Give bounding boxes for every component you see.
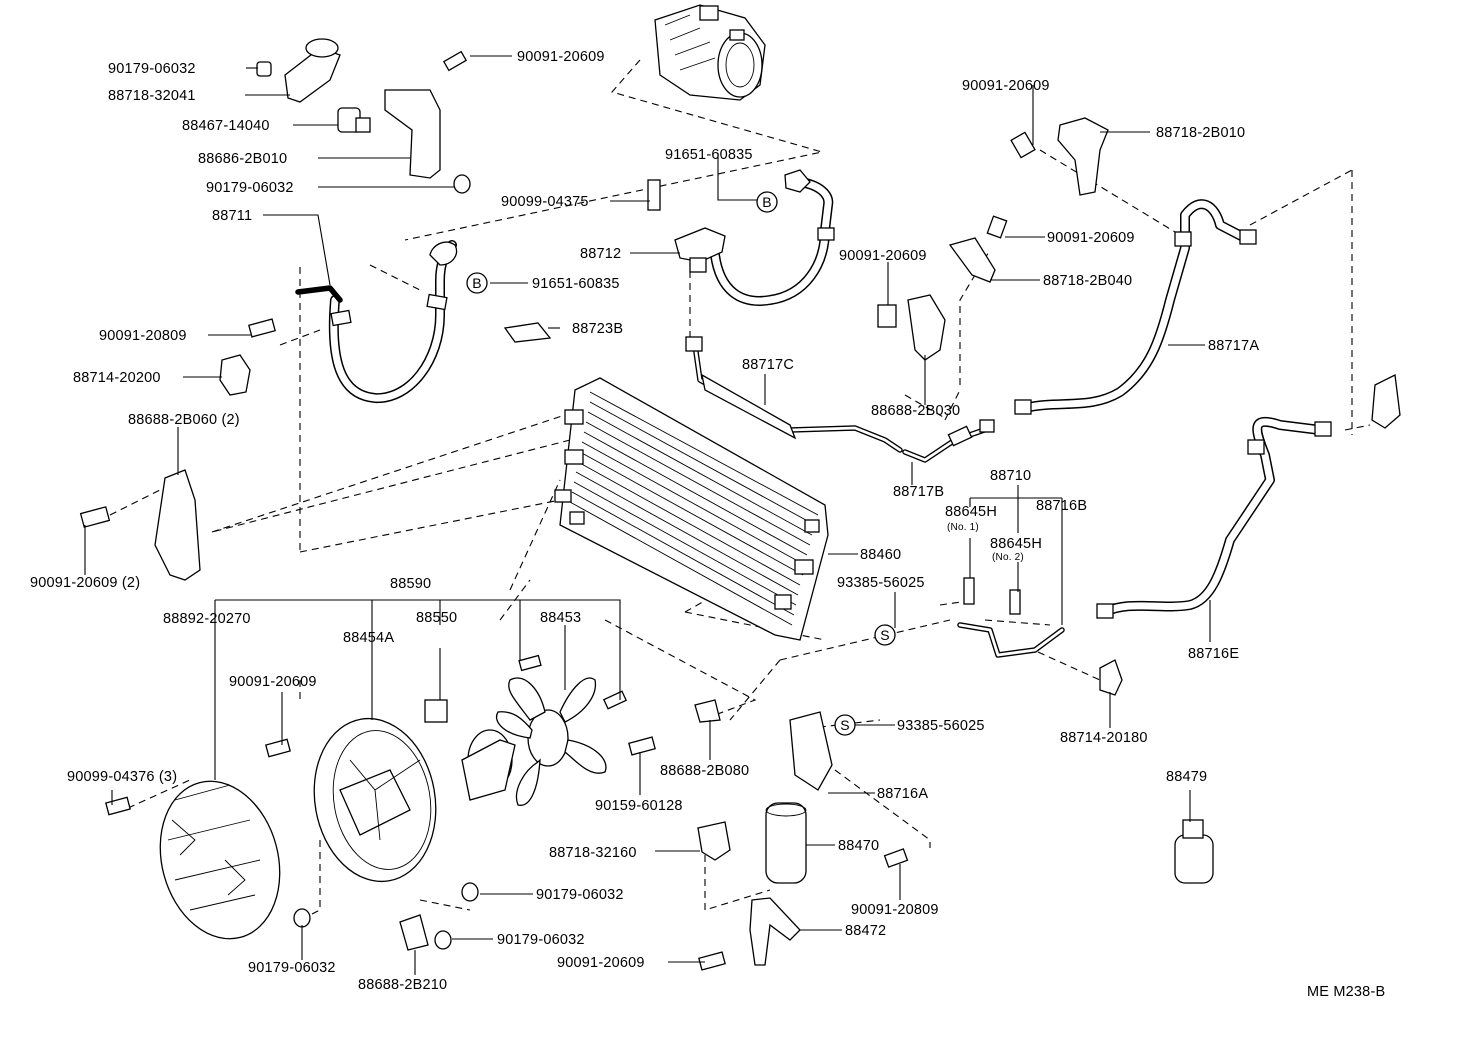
b-marker-lower-letter: B [472, 275, 482, 291]
part-label: 90091-20809 [851, 902, 939, 918]
s-marker-lower-letter: S [840, 717, 850, 733]
part-label: 88479 [1166, 769, 1207, 785]
leader-lines [84, 55, 1211, 975]
part-label: 90159-60128 [595, 798, 683, 814]
pipe-88717c [685, 336, 903, 453]
part-label: 88723B [572, 321, 623, 337]
part-label: 93385-56025 [837, 575, 925, 591]
part-label: 91651-60835 [665, 147, 753, 163]
part-label: 90091-20609 (2) [30, 575, 140, 591]
part-label: 88590 [390, 576, 431, 592]
s-marker-right-letter: S [880, 627, 890, 643]
b-marker-upper [756, 191, 778, 213]
part-label: 90091-20609 [1047, 230, 1135, 246]
s-marker-lower [834, 714, 856, 736]
part-label: 88710 [990, 468, 1031, 484]
part-label: 90179-06032 [248, 960, 336, 976]
part-label: 88645H [990, 536, 1042, 552]
diagram-code: ME M238-B [1307, 984, 1385, 1000]
reference-markers: B B S S [466, 191, 896, 736]
part-label: 90099-04375 [501, 194, 589, 210]
part-label: 88686-2B010 [198, 151, 287, 167]
hose-88716e [1096, 416, 1332, 619]
part-label: 88716B [1036, 498, 1087, 514]
part-label: 88717A [1208, 338, 1259, 354]
part-label: 88718-32041 [108, 88, 196, 104]
part-label-note: (No. 1) [947, 522, 979, 533]
pipe-88717b [902, 419, 995, 463]
part-label: 88714-20180 [1060, 730, 1148, 746]
part-labels: 90179-06032 88718-32041 88467-14040 8868… [30, 49, 1259, 993]
part-label: 93385-56025 [897, 718, 985, 734]
condenser [554, 377, 829, 641]
part-label: 88717B [893, 484, 944, 500]
part-label: 88718-2B010 [1156, 125, 1245, 141]
part-label: 88470 [838, 838, 879, 854]
part-label: 88892-20270 [163, 611, 251, 627]
part-label: 90179-06032 [497, 932, 585, 948]
part-label: 90091-20609 [229, 674, 317, 690]
part-label: 88714-20200 [73, 370, 161, 386]
part-label: 88688-2B060 (2) [128, 412, 240, 428]
part-label: 88688-2B210 [358, 977, 447, 993]
part-label: 90091-20809 [99, 328, 187, 344]
discharge-hose [674, 169, 835, 306]
part-label: 88718-32160 [549, 845, 637, 861]
part-label: 88454A [343, 630, 394, 646]
part-label: 90099-04376 (3) [67, 769, 177, 785]
fan-assembly [105, 654, 628, 951]
s-marker-right [874, 624, 896, 646]
part-label: 88460 [860, 547, 901, 563]
part-label: 88716A [877, 786, 928, 802]
part-label: 88645H [945, 504, 997, 520]
part-label: 88688-2B030 [871, 403, 960, 419]
suction-hose [295, 240, 458, 404]
b-marker-lower [466, 272, 488, 294]
part-label: 88717C [742, 357, 794, 373]
part-label: 90091-20609 [517, 49, 605, 65]
part-label: 90179-06032 [108, 61, 196, 77]
compressor [654, 4, 766, 101]
part-label: 90091-20609 [962, 78, 1050, 94]
part-label: 88711 [212, 208, 252, 224]
part-label-note: (No. 2) [992, 552, 1024, 563]
hose-88717a [1014, 199, 1257, 415]
part-label: 90091-20609 [839, 248, 927, 264]
part-label: 88688-2B080 [660, 763, 749, 779]
part-label: 90179-06032 [206, 180, 294, 196]
part-label: 90179-06032 [536, 887, 624, 903]
part-label: 88718-2B040 [1043, 273, 1132, 289]
part-label: 90091-20609 [557, 955, 645, 971]
part-label: 88550 [416, 610, 457, 626]
part-label: 88453 [540, 610, 581, 626]
part-label: 88716E [1188, 646, 1239, 662]
part-label: 88712 [580, 246, 621, 262]
part-label: 88467-14040 [182, 118, 270, 134]
b-marker-upper-letter: B [762, 194, 772, 210]
part-label: 88472 [845, 923, 886, 939]
part-label: 91651-60835 [532, 276, 620, 292]
small-parts [79, 38, 1401, 971]
